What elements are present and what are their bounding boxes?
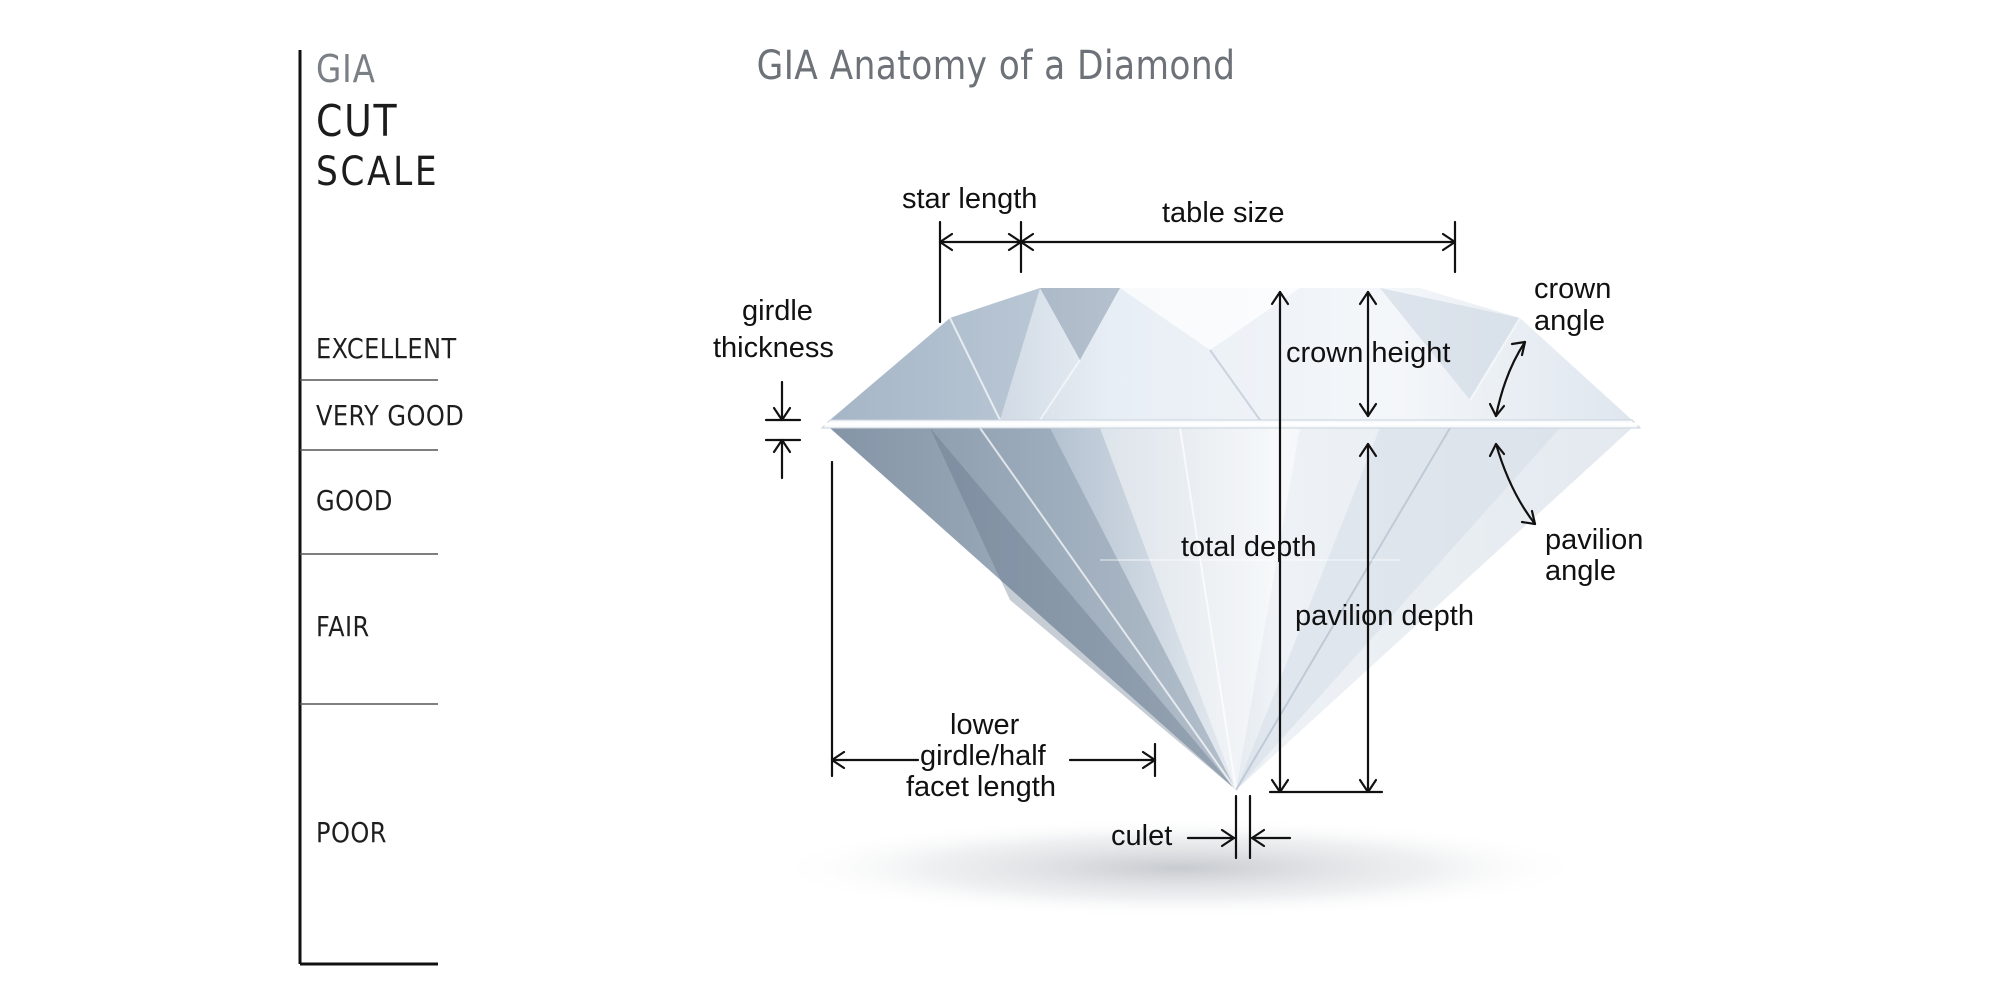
label-star-length: star length <box>902 184 1037 215</box>
grade-excellent: EXCELLENT <box>316 335 457 363</box>
grade-poor: POOR <box>316 819 387 847</box>
grade-very-good: VERY GOOD <box>316 402 464 430</box>
title-wrap: GIA Anatomy of a Diamond <box>0 0 2000 110</box>
diagram-title: GIA Anatomy of a Diamond <box>757 46 1236 86</box>
label-crown-angle: angle <box>1534 306 1605 337</box>
label-girdle-half: girdle/half <box>920 741 1046 772</box>
grade-good: GOOD <box>316 487 393 515</box>
label-thickness: thickness <box>713 333 834 364</box>
label-facet-length: facet length <box>906 772 1056 803</box>
label-table-size: table size <box>1162 198 1285 229</box>
label-crown-height: crown height <box>1286 338 1450 369</box>
label-culet: culet <box>1111 821 1172 852</box>
grade-fair: FAIR <box>316 613 370 641</box>
label-total-depth: total depth <box>1181 532 1316 563</box>
label-pavilion-depth: pavilion depth <box>1295 601 1474 632</box>
label-crown: crown <box>1534 274 1611 305</box>
label-lower: lower <box>950 710 1019 741</box>
scale-scale-heading: SCALE <box>316 152 439 192</box>
label-pavilion: pavilion <box>1545 525 1643 556</box>
label-pavilion-angle: angle <box>1545 556 1616 587</box>
label-girdle: girdle <box>742 296 813 327</box>
